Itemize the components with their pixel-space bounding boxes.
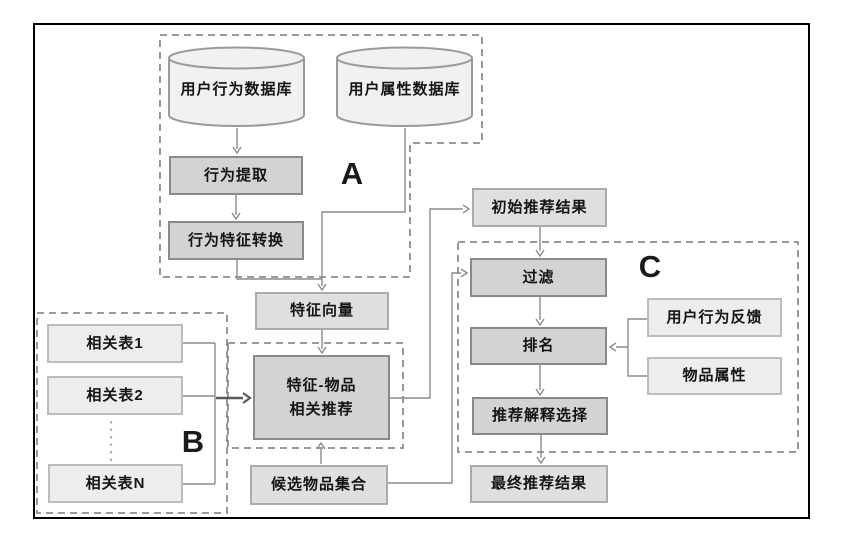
- arrowhead-into-ranking-top: [535, 318, 545, 327]
- arrowhead-into-explanation: [535, 388, 545, 397]
- node-related-table-2: 相关表2: [47, 376, 183, 415]
- group-b-label: B: [181, 424, 205, 459]
- arrowhead-into-feature-vector: [317, 283, 327, 292]
- node-ranking: 排名: [470, 327, 607, 365]
- node-feature-vector: 特征向量: [255, 292, 389, 330]
- edge-feature-item-to-initial: [390, 208, 463, 399]
- node-label: 特征向量: [289, 302, 354, 319]
- node-label: 相关表1: [86, 334, 144, 352]
- node-final-recommendation-result: 最终推荐结果: [470, 465, 608, 503]
- node-label: 候选物品集合: [270, 476, 367, 493]
- node-label: 行为提取: [203, 166, 268, 184]
- arrowhead-into-feature-item-top: [317, 346, 327, 355]
- node-label: 用户行为反馈: [666, 308, 763, 326]
- arrowhead-into-feature-item-left: [242, 392, 252, 404]
- node-related-table-1: 相关表1: [47, 324, 183, 363]
- node-item-attribute: 物品属性: [647, 357, 782, 395]
- node-label: 过滤: [522, 268, 555, 286]
- feature-item-dashed-outline: [227, 342, 404, 449]
- node-related-table-n: 相关表N: [48, 464, 183, 503]
- group-c-label: C: [638, 249, 662, 284]
- node-behavior-extraction: 行为提取: [169, 156, 303, 195]
- arrowhead-into-feature-item-bottom: [316, 441, 326, 450]
- node-user-behavior-db: 用户行为数据库: [168, 46, 305, 128]
- node-initial-recommendation-result: 初始推荐结果: [472, 188, 607, 227]
- arrowhead-into-conversion: [231, 212, 241, 221]
- node-label: 初始推荐结果: [491, 198, 588, 216]
- node-label: 最终推荐结果: [490, 475, 587, 492]
- node-label: 行为特征转换: [187, 231, 284, 249]
- node-label: 物品属性: [682, 367, 747, 384]
- database-cylinder-icon: [168, 46, 305, 127]
- edge-db2-to-feature-vector: [321, 128, 406, 286]
- group-c-outline: [457, 241, 799, 453]
- node-user-attribute-db: 用户属性数据库: [336, 46, 473, 128]
- node-label: 排名: [522, 337, 555, 354]
- node-label: 相关表N: [85, 474, 146, 492]
- node-behavior-feature-conversion: 行为特征转换: [168, 221, 304, 260]
- node-explanation-selection: 推荐解释选择: [472, 397, 608, 435]
- arrowhead-into-filter-top: [535, 249, 545, 258]
- edge-candidate-to-filter: [388, 272, 461, 484]
- group-a-label: A: [340, 156, 364, 191]
- edge-feedback-bracket: [616, 318, 647, 377]
- arrowhead-into-initial: [462, 204, 471, 214]
- arrowhead-into-filter-left: [460, 268, 469, 278]
- node-filter: 过滤: [470, 258, 607, 297]
- node-label: 特征-物品 相关推荐: [286, 376, 357, 418]
- arrowhead-into-extraction: [232, 146, 242, 155]
- edge-conversion-to-merge: [236, 260, 322, 280]
- arrowhead-into-ranking-right: [608, 342, 617, 352]
- node-user-behavior-feedback: 用户行为反馈: [647, 298, 782, 337]
- arrowhead-into-final: [536, 456, 546, 465]
- group-b-outline: [36, 312, 228, 514]
- node-label: 推荐解释选择: [491, 407, 588, 424]
- database-cylinder-icon: [336, 46, 473, 127]
- node-label: 用户行为数据库: [180, 81, 293, 98]
- node-candidate-item-set: 候选物品集合: [250, 465, 388, 505]
- node-label: 用户属性数据库: [348, 81, 461, 98]
- node-label: 相关表2: [86, 386, 144, 404]
- node-feature-item-recommendation: 特征-物品 相关推荐: [253, 355, 390, 440]
